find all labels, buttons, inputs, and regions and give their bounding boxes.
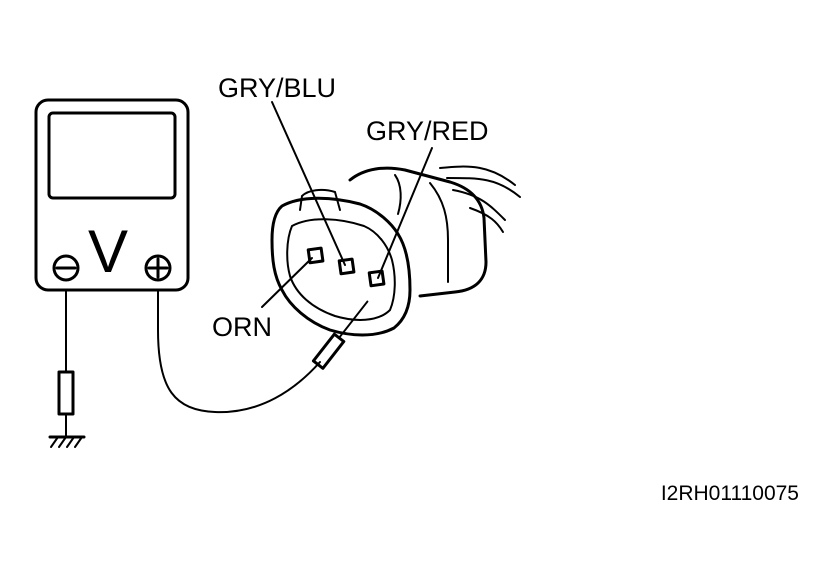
connector xyxy=(270,165,521,337)
negative-terminal-icon xyxy=(52,254,80,282)
ground-icon xyxy=(48,435,86,448)
voltmeter-body xyxy=(34,98,190,292)
voltmeter-v-symbol: V xyxy=(88,218,128,285)
terminal-gry-red xyxy=(367,269,386,288)
label-gry-red: GRY/RED xyxy=(366,116,489,146)
leader-gry-blu xyxy=(271,101,346,266)
label-gry-blu: GRY/BLU xyxy=(218,73,336,103)
ground-lead xyxy=(48,289,86,448)
label-orn: ORN xyxy=(212,312,272,342)
resistor-icon xyxy=(57,370,75,416)
voltmeter: V xyxy=(34,98,190,292)
connector-shell xyxy=(348,166,488,298)
positive-terminal-icon xyxy=(144,254,172,282)
connector-face xyxy=(270,196,412,337)
figure-code: I2RH01110075 xyxy=(661,482,799,505)
leader-gry-red xyxy=(377,147,433,279)
positive-probe-lead xyxy=(157,289,369,414)
voltmeter-display xyxy=(47,111,177,200)
leader-orn xyxy=(261,257,313,308)
terminal-orn xyxy=(306,246,325,265)
terminal-gry-blu xyxy=(337,257,356,276)
